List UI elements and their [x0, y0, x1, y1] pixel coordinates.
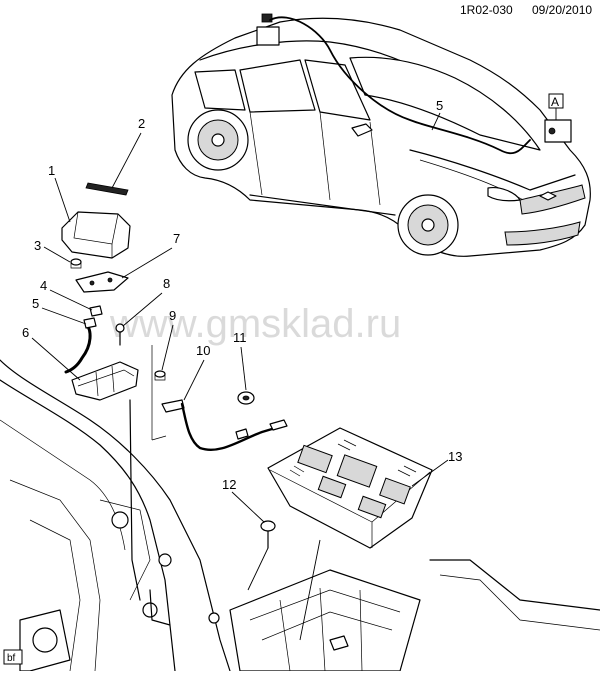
- diagram-date: 09/20/2010: [532, 3, 592, 17]
- callout-8: 8: [163, 276, 170, 291]
- corner-tag: bf: [7, 653, 16, 664]
- part-7-bracket: [75, 271, 129, 293]
- part-11-grommet: [237, 391, 255, 405]
- part-5-harness: [64, 317, 97, 374]
- part-6-tray: [71, 361, 139, 401]
- callout-13: 13: [448, 449, 462, 464]
- callout-2: 2: [138, 116, 145, 131]
- part-2-label-strip: [85, 182, 129, 196]
- part-1-cover: [61, 211, 131, 259]
- part-13-fuse-block: [267, 427, 433, 549]
- diagram-code: 1R02-030: [460, 3, 513, 17]
- part-12-bolt: [260, 520, 276, 549]
- callout-5-left: 5: [32, 296, 39, 311]
- watermark: www.gmsklad.ru: [109, 302, 401, 346]
- callout-6: 6: [22, 325, 29, 340]
- corner-tag-box: [3, 649, 23, 665]
- part-4-clip: [89, 305, 103, 317]
- callout-1: 1: [48, 163, 55, 178]
- callout-4: 4: [40, 278, 47, 293]
- engine-bay-illustration: [0, 359, 600, 672]
- part-3-nut: [70, 258, 82, 269]
- view-label: A: [551, 95, 559, 109]
- part-10-cable: [161, 399, 288, 451]
- callout-7: 7: [173, 231, 180, 246]
- callout-11: 11: [233, 330, 247, 345]
- callout-5-top: 5: [436, 98, 443, 113]
- callout-10: 10: [196, 343, 210, 358]
- part-8-bolt: [115, 323, 125, 346]
- callout-9: 9: [169, 308, 176, 323]
- part-9-nut: [154, 370, 166, 381]
- callout-12: 12: [222, 477, 236, 492]
- vehicle-illustration: A: [171, 13, 591, 257]
- callout-3: 3: [34, 238, 41, 253]
